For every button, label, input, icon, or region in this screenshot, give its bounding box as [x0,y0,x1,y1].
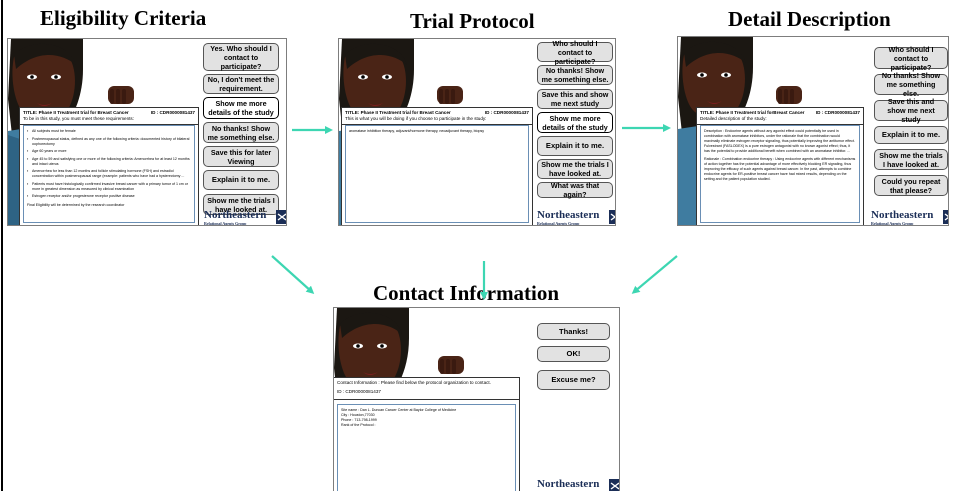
document-panel: TITLE: Phase II Treatment trial for Brea… [341,107,533,225]
trials-looked-at-button[interactable]: Show me the trials I have looked at. [874,149,948,170]
logo-mark-icon [609,479,619,491]
document-panel: Contact Information : Please find below … [334,377,520,491]
more-details-button[interactable]: Show me more details of the study [203,97,279,119]
contact-to-participate-button[interactable]: Yes. Who should I contact to participate… [203,43,279,71]
northeastern-logo: Northeastern Relational Agents Group [204,209,286,226]
logo-name: Northeastern [537,209,600,221]
document-body: aromatase inhibition therapy, adjuvant/h… [345,125,529,223]
protocol-rank: Rank of the Protocol : [341,423,376,427]
trials-looked-at-button[interactable]: Show me the trials I have looked at. [203,194,279,215]
logo-subtitle: Relational Agents Group [871,221,914,226]
logo-subtitle: Relational Agents Group [537,221,580,226]
criteria-item: Patients must have histologically confir… [27,182,191,192]
document-panel: TITLE: Phase II Treatment trial for Brea… [19,107,199,225]
trial-id: ID : CDR0000081437 [150,110,195,115]
trials-looked-at-button[interactable]: Show me the trials I have looked at. [537,159,613,179]
trial-id: ID : CDR0000081437 [484,110,529,115]
criteria-item: Postmenopausal status, defined as any on… [27,137,191,147]
repeat-that-button[interactable]: Could you repeat that please? [874,175,948,196]
title-trial-protocol: Trial Protocol [410,9,535,33]
left-border-line [1,0,3,491]
document-intro: This is what you will be doing if you ch… [345,116,487,121]
northeastern-logo: Northeastern [537,478,619,491]
contact-header-title: Contact Information : Please find below … [337,380,491,385]
trial-title: TITLE: Phase II Treatment trial for Brea… [345,110,451,115]
document-body: All subjects must be female Postmenopaus… [23,125,195,223]
logo-mark-icon [943,210,948,224]
protocol-therapies: aromatase inhibition therapy, adjuvant/h… [349,129,485,133]
screen-contact-information: Contact Information : Please find below … [333,307,620,491]
explain-button[interactable]: Explain it to me. [537,136,613,156]
site-phone: Phone : 713-798-1999 [341,418,377,422]
document-body: Description : Endocrine agents without a… [700,125,860,223]
document-header: TITLE: Phase II Treatment trial for Brea… [20,108,198,125]
document-header: Contact Information : Please find below … [334,378,519,400]
arrow-detail-to-contact [631,255,678,294]
show-something-else-button[interactable]: No thanks! Show me something else. [203,122,279,143]
title-detail-description: Detail Description [728,7,891,31]
detail-rationale-text: Rationale : Combination endocrine therap… [704,157,856,181]
trial-id: ID : CDR0000081437 [815,110,860,115]
contact-to-participate-button[interactable]: Who should I contact to participate? [874,45,948,72]
trial-title: TITLE: Phase II Treatment trial for Brea… [23,110,129,115]
criteria-item: Age 45 to 59 and satisfying one or more … [27,157,191,167]
what-was-that-button[interactable]: What was that again? [537,181,613,199]
document-intro: Detailed description of the study: [700,116,767,121]
screen-detail-description: TITLE: Phase II Treatment trial forBreas… [677,36,949,226]
screen-trial-protocol: TITLE: Phase II Treatment trial for Brea… [338,38,616,226]
show-something-else-button[interactable]: No thanks! Show me something else. [874,71,948,98]
screen-eligibility: TITLE: Phase II Treatment trial for Brea… [7,38,287,226]
northeastern-logo: Northeastern Relational Agents Group [871,209,948,226]
document-header: TITLE: Phase II Treatment trial for Brea… [342,108,532,125]
logo-subtitle: Relational Agents Group [204,221,247,226]
northeastern-logo: Northeastern Relational Agents Group [537,209,615,226]
criteria-item: All subjects must be female [27,129,191,134]
contact-to-participate-button[interactable]: Who should I contact to participate? [537,39,613,66]
site-name: Site name : Dan L. Duncan Cancer Center … [341,408,457,412]
ok-button[interactable]: OK! [537,346,610,362]
arrow-eligibility-to-contact [271,255,315,295]
more-details-button[interactable]: Show me more details of the study [537,112,613,133]
document-header: TITLE: Phase II Treatment trial forBreas… [697,108,863,125]
save-for-later-button[interactable]: Save this for later Viewing [203,146,279,167]
show-something-else-button[interactable]: No thanks! Show me something else. [537,65,613,85]
document-panel: TITLE: Phase II Treatment trial forBreas… [696,107,864,225]
criteria-item: Estrogen receptor and/or progesterone re… [27,194,191,199]
excuse-me-button[interactable]: Excuse me? [537,370,610,390]
logo-name: Northeastern [871,209,934,221]
logo-mark-icon [276,210,286,224]
save-and-next-study-button[interactable]: Save this and show me next study [537,89,613,109]
explain-button[interactable]: Explain it to me. [203,170,279,190]
save-and-next-study-button[interactable]: Save this and show me next study [874,97,948,124]
explain-button[interactable]: Explain it to me. [874,126,948,144]
trial-title: TITLE: Phase II Treatment trial forBreas… [700,110,805,115]
not-meet-requirement-button[interactable]: No, I don't meet the requirement. [203,74,279,94]
criteria-item: Age 60 years or more [27,149,191,154]
logo-mark-icon [609,210,615,224]
thanks-button[interactable]: Thanks! [537,323,610,340]
document-intro: To be in this study, you must meet these… [23,116,134,121]
title-contact-information: Contact Information [373,281,560,305]
logo-name: Northeastern [204,209,267,221]
title-eligibility-criteria: Eligibility Criteria [40,6,207,30]
site-city: City : Houston,77030 [341,413,375,417]
trial-id: ID : CDR0000081437 [337,389,381,394]
final-eligibility-note: Final Eligibility will be determined by … [27,203,125,207]
logo-name: Northeastern [537,478,600,490]
criteria-item: Amenorrhea for less than 12 months and f… [27,169,191,179]
document-body: Site name : Dan L. Duncan Cancer Center … [337,404,516,491]
detail-description-text: Description : Endocrine agents without a… [704,129,855,153]
